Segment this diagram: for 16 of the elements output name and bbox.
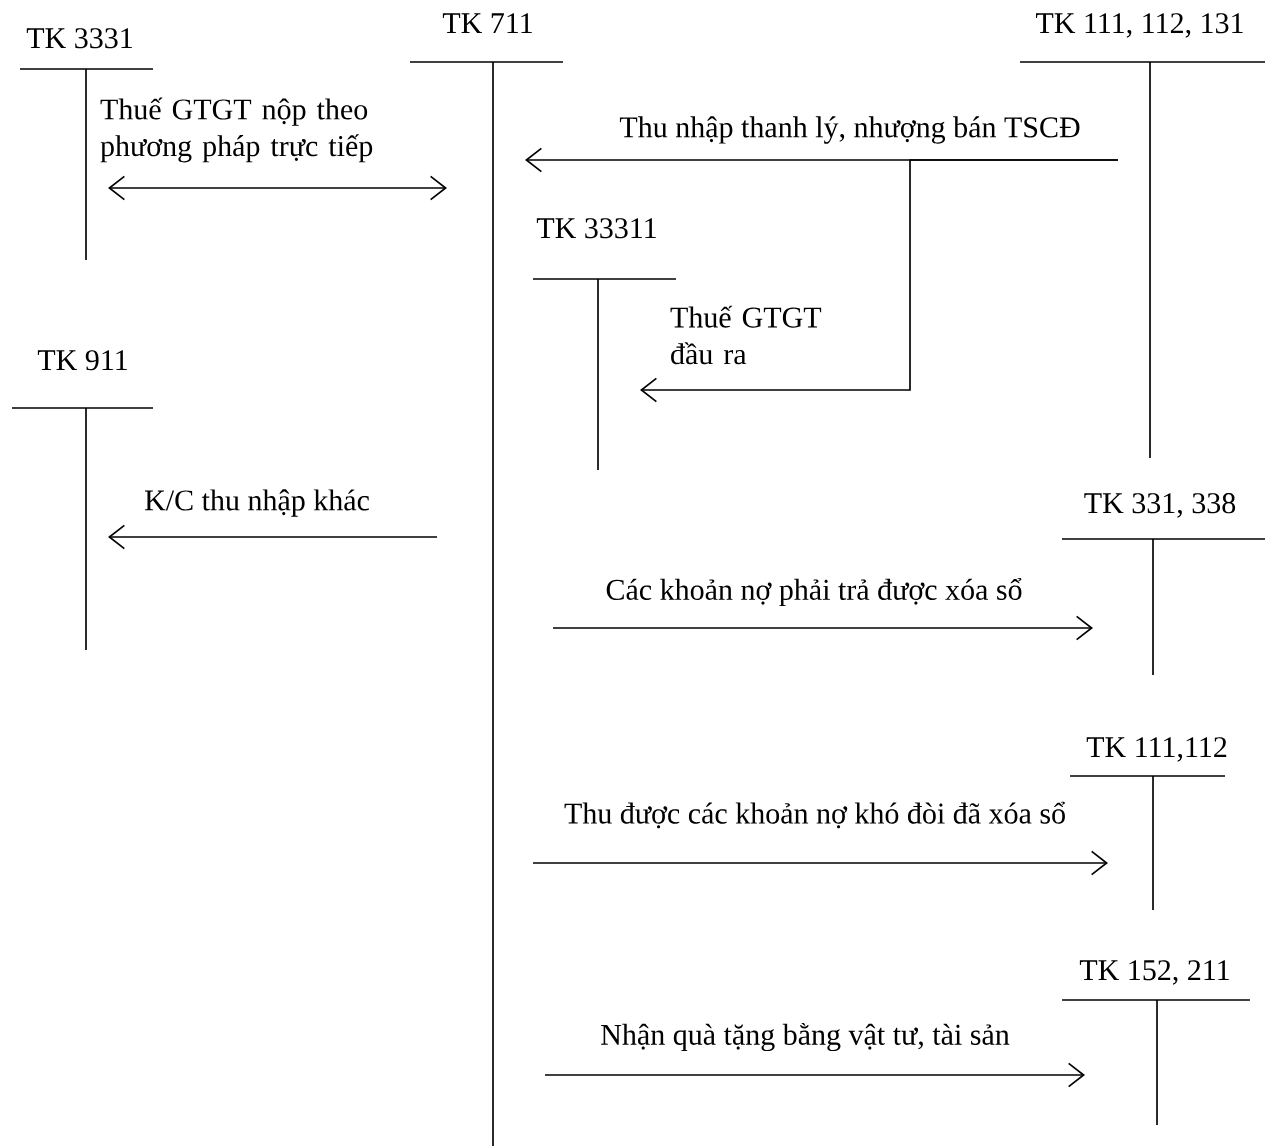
arrow — [108, 175, 447, 201]
t-account: TK 331, 338 — [1061, 493, 1266, 676]
edge-label: K/C thu nhập khác — [144, 489, 369, 517]
arrow — [108, 524, 438, 550]
edge-label: Thuế GTGT nộp theo phương pháp trực tiếp — [100, 97, 373, 163]
arrow — [544, 1062, 1085, 1088]
edge-label: Thu nhập thanh lý, nhượng bán TSCĐ — [619, 116, 1080, 144]
arrow — [532, 850, 1108, 876]
edge-label: Các khoản nợ phải trả được xóa sổ — [606, 577, 1022, 607]
edge-label: Thu được các khoản nợ khó đòi đã xóa sổ — [564, 801, 1065, 829]
arrow — [640, 159, 1119, 403]
t-account: TK 111,112 — [1069, 737, 1227, 911]
edge-label: Thuế GTGT đầu ra — [670, 305, 822, 365]
edge-label: Nhận quà tặng bằng vật tư, tài sản — [601, 1022, 1010, 1052]
t-account: TK 152, 211 — [1061, 960, 1251, 1126]
arrow — [552, 615, 1094, 641]
